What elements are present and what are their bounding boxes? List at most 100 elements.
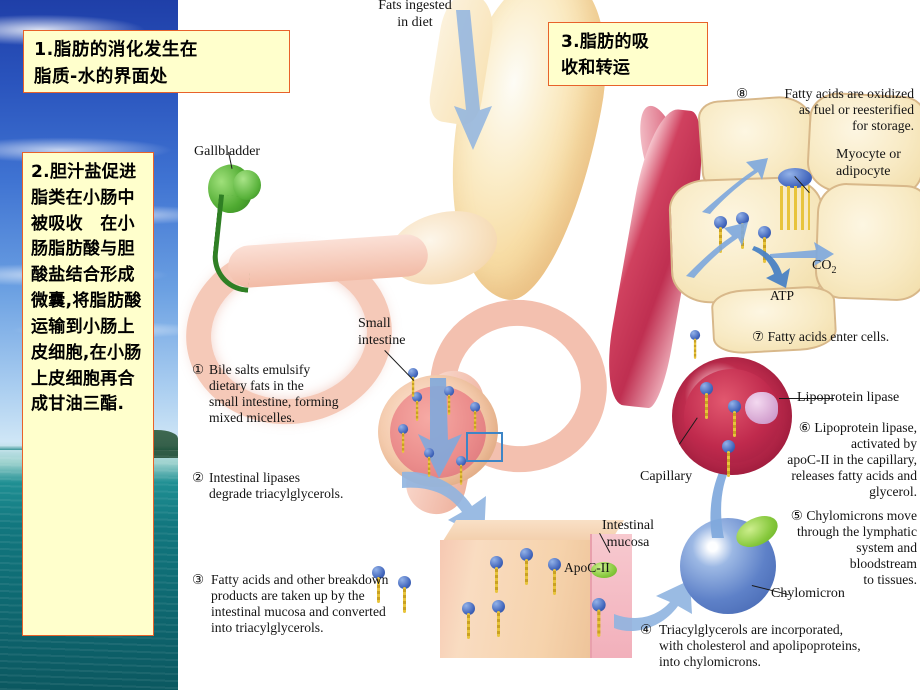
intestinal-mucosa-line2: mucosa xyxy=(606,534,650,550)
lipid-head-icon xyxy=(462,602,475,615)
fatty-acid-uptake-arrow xyxy=(684,220,750,280)
step-5-line-4: bloodstream xyxy=(849,556,917,572)
lipid-tail-icon xyxy=(705,393,708,419)
lipid-tail-icon xyxy=(719,227,722,253)
step-6-line-1: ⑥ Lipoprotein lipase, xyxy=(745,420,917,436)
step-5-line-2: through the lymphatic xyxy=(796,524,917,540)
lipid-head-icon xyxy=(722,440,735,453)
small-intestine-line1: Small xyxy=(358,316,391,331)
intestinal-mucosa-line1: Intestinal xyxy=(601,518,655,533)
lipid-head-icon xyxy=(548,558,561,571)
callout-1-line-1: 1.脂肪的消化发生在 xyxy=(34,40,198,60)
myocyte-adipocyte-label: Myocyte or adipocyte xyxy=(836,147,901,180)
step-7-number: ⑦ xyxy=(752,329,765,344)
callout-1-line-2: 脂质-水的界面处 xyxy=(34,66,168,87)
myocyte-line1: Myocyte or xyxy=(836,147,901,162)
reesterification-arrow xyxy=(700,158,770,218)
lipid-tail-icon xyxy=(495,567,498,593)
ingestion-arrow xyxy=(440,10,520,160)
small-intestine-line2: intestine xyxy=(358,332,406,348)
lipid-tail-icon xyxy=(525,559,528,585)
lipid-tail-icon xyxy=(415,400,419,421)
lipid-tail-icon xyxy=(733,411,736,437)
step-4-line-3: into chylomicrons. xyxy=(659,654,761,670)
lipid-head-icon xyxy=(470,402,481,413)
step-3-text: ③ Fatty acids and other breakdown produc… xyxy=(192,572,442,636)
step-6-number: ⑥ xyxy=(798,420,811,435)
lipid-head-icon xyxy=(444,386,455,397)
lipid-head-icon xyxy=(456,456,467,467)
step-2-number: ② xyxy=(192,470,205,485)
step-8-text: ⑧ Fatty acids are oxidized as fuel or re… xyxy=(736,86,914,134)
lipid-head-icon xyxy=(424,448,435,459)
lipid-head-icon xyxy=(592,598,606,612)
lipid-head-icon xyxy=(408,368,419,379)
lipid-head-icon xyxy=(714,216,727,229)
fats-ingested-line2: in diet xyxy=(397,14,433,30)
step-2-line-2: degrade triacylglycerols. xyxy=(209,486,344,502)
gallbladder-label: Gallbladder xyxy=(194,144,261,159)
step-5-line-3: system and xyxy=(856,540,917,556)
mucosa-right-face xyxy=(590,534,632,658)
step-3-line-4: into triacylglycerols. xyxy=(211,620,324,636)
mucosa-front-face xyxy=(440,540,590,658)
annotation-rectangle[interactable] xyxy=(466,432,503,462)
step-5-line-5: to tissues. xyxy=(863,572,917,588)
step-7-text: ⑦ Fatty acids enter cells. xyxy=(752,329,889,345)
callout-3-line-1: 3.脂肪的吸 xyxy=(561,32,650,52)
fats-ingested-label: Fats ingested in diet xyxy=(340,0,490,31)
lipid-tail-icon xyxy=(467,613,470,639)
co2-arrow xyxy=(770,240,836,268)
step-1-line-1: Bile salts emulsify xyxy=(209,362,311,377)
step-6-line-1-text: Lipoprotein lipase, xyxy=(814,420,917,435)
callout-2-body: 2.胆汁盐促进脂类在小肠中被吸收 在小肠脂肪酸与胆酸盐结合形成微囊,将脂肪酸运输… xyxy=(31,162,142,415)
lipoprotein-lipase-leader-line xyxy=(779,398,834,399)
step-8-line-2: as fuel or reesterified xyxy=(798,102,914,118)
step-7-line-1: Fatty acids enter cells. xyxy=(767,329,890,344)
lipid-head-icon xyxy=(700,382,713,395)
apoc2-label: ApoC-II xyxy=(564,560,610,575)
lipid-tail-icon xyxy=(763,237,766,263)
lipid-tail-icon xyxy=(459,464,463,485)
lipid-tail-icon xyxy=(427,456,431,477)
step-2-line-1: Intestinal lipases xyxy=(209,470,300,485)
lipid-head-icon xyxy=(490,556,503,569)
lipid-tail-icon xyxy=(693,338,697,359)
chylomicron-label: Chylomicron xyxy=(771,586,845,601)
lipid-head-icon xyxy=(728,400,741,413)
lipid-tail-icon xyxy=(401,432,405,453)
step-1-line-4: mixed micelles. xyxy=(209,410,296,426)
bloodstream-transport-arrow xyxy=(700,450,770,540)
lipid-tail-icon xyxy=(553,569,556,595)
step-6-line-4: releases fatty acids and xyxy=(791,468,917,484)
lipid-tail-icon xyxy=(403,587,406,613)
atp-label: ATP xyxy=(770,288,795,303)
callout-box-3[interactable]: 3.脂肪的吸 收和转运 xyxy=(548,22,708,86)
lipid-tail-icon xyxy=(497,611,500,637)
myocyte-line2: adipocyte xyxy=(836,163,891,179)
step-4-number: ④ xyxy=(640,622,653,637)
step-5-number: ⑤ xyxy=(790,508,803,523)
step-6-line-5: glycerol. xyxy=(869,484,917,500)
capillary-label: Capillary xyxy=(640,469,693,484)
lipid-head-icon xyxy=(736,212,749,225)
step-1-number: ① xyxy=(192,362,205,377)
lipid-head-icon xyxy=(412,392,423,403)
step-1-text: ① Bile salts emulsify dietary fats in th… xyxy=(192,362,352,426)
step-1-line-2: dietary fats in the xyxy=(209,378,304,394)
lipid-head-icon xyxy=(372,566,385,579)
step-5-line-1: ⑤ Chylomicrons move xyxy=(745,508,917,524)
step-3-number: ③ xyxy=(192,572,205,587)
step-4-text: ④ Triacylglycerols are incorporated, wit… xyxy=(640,622,910,670)
intestinal-mucosa-block xyxy=(439,520,632,660)
callout-box-2[interactable]: 2.胆汁盐促进脂类在小肠中被吸收 在小肠脂肪酸与胆酸盐结合形成微囊,将脂肪酸运输… xyxy=(22,152,154,636)
duodenum-segment-illustration xyxy=(226,233,430,289)
lipid-head-icon xyxy=(398,576,411,589)
lipoprotein-lipase-illustration xyxy=(745,392,778,424)
step-5-text: ⑤ Chylomicrons move through the lymphati… xyxy=(745,508,917,588)
callout-box-1[interactable]: 1.脂肪的消化发生在 脂质-水的界面处 xyxy=(23,30,290,93)
step-5-line-1-text: Chylomicrons move xyxy=(806,508,917,523)
gallbladder-lobe-illustration xyxy=(233,170,261,200)
callout-3-line-2: 收和转运 xyxy=(561,57,631,78)
